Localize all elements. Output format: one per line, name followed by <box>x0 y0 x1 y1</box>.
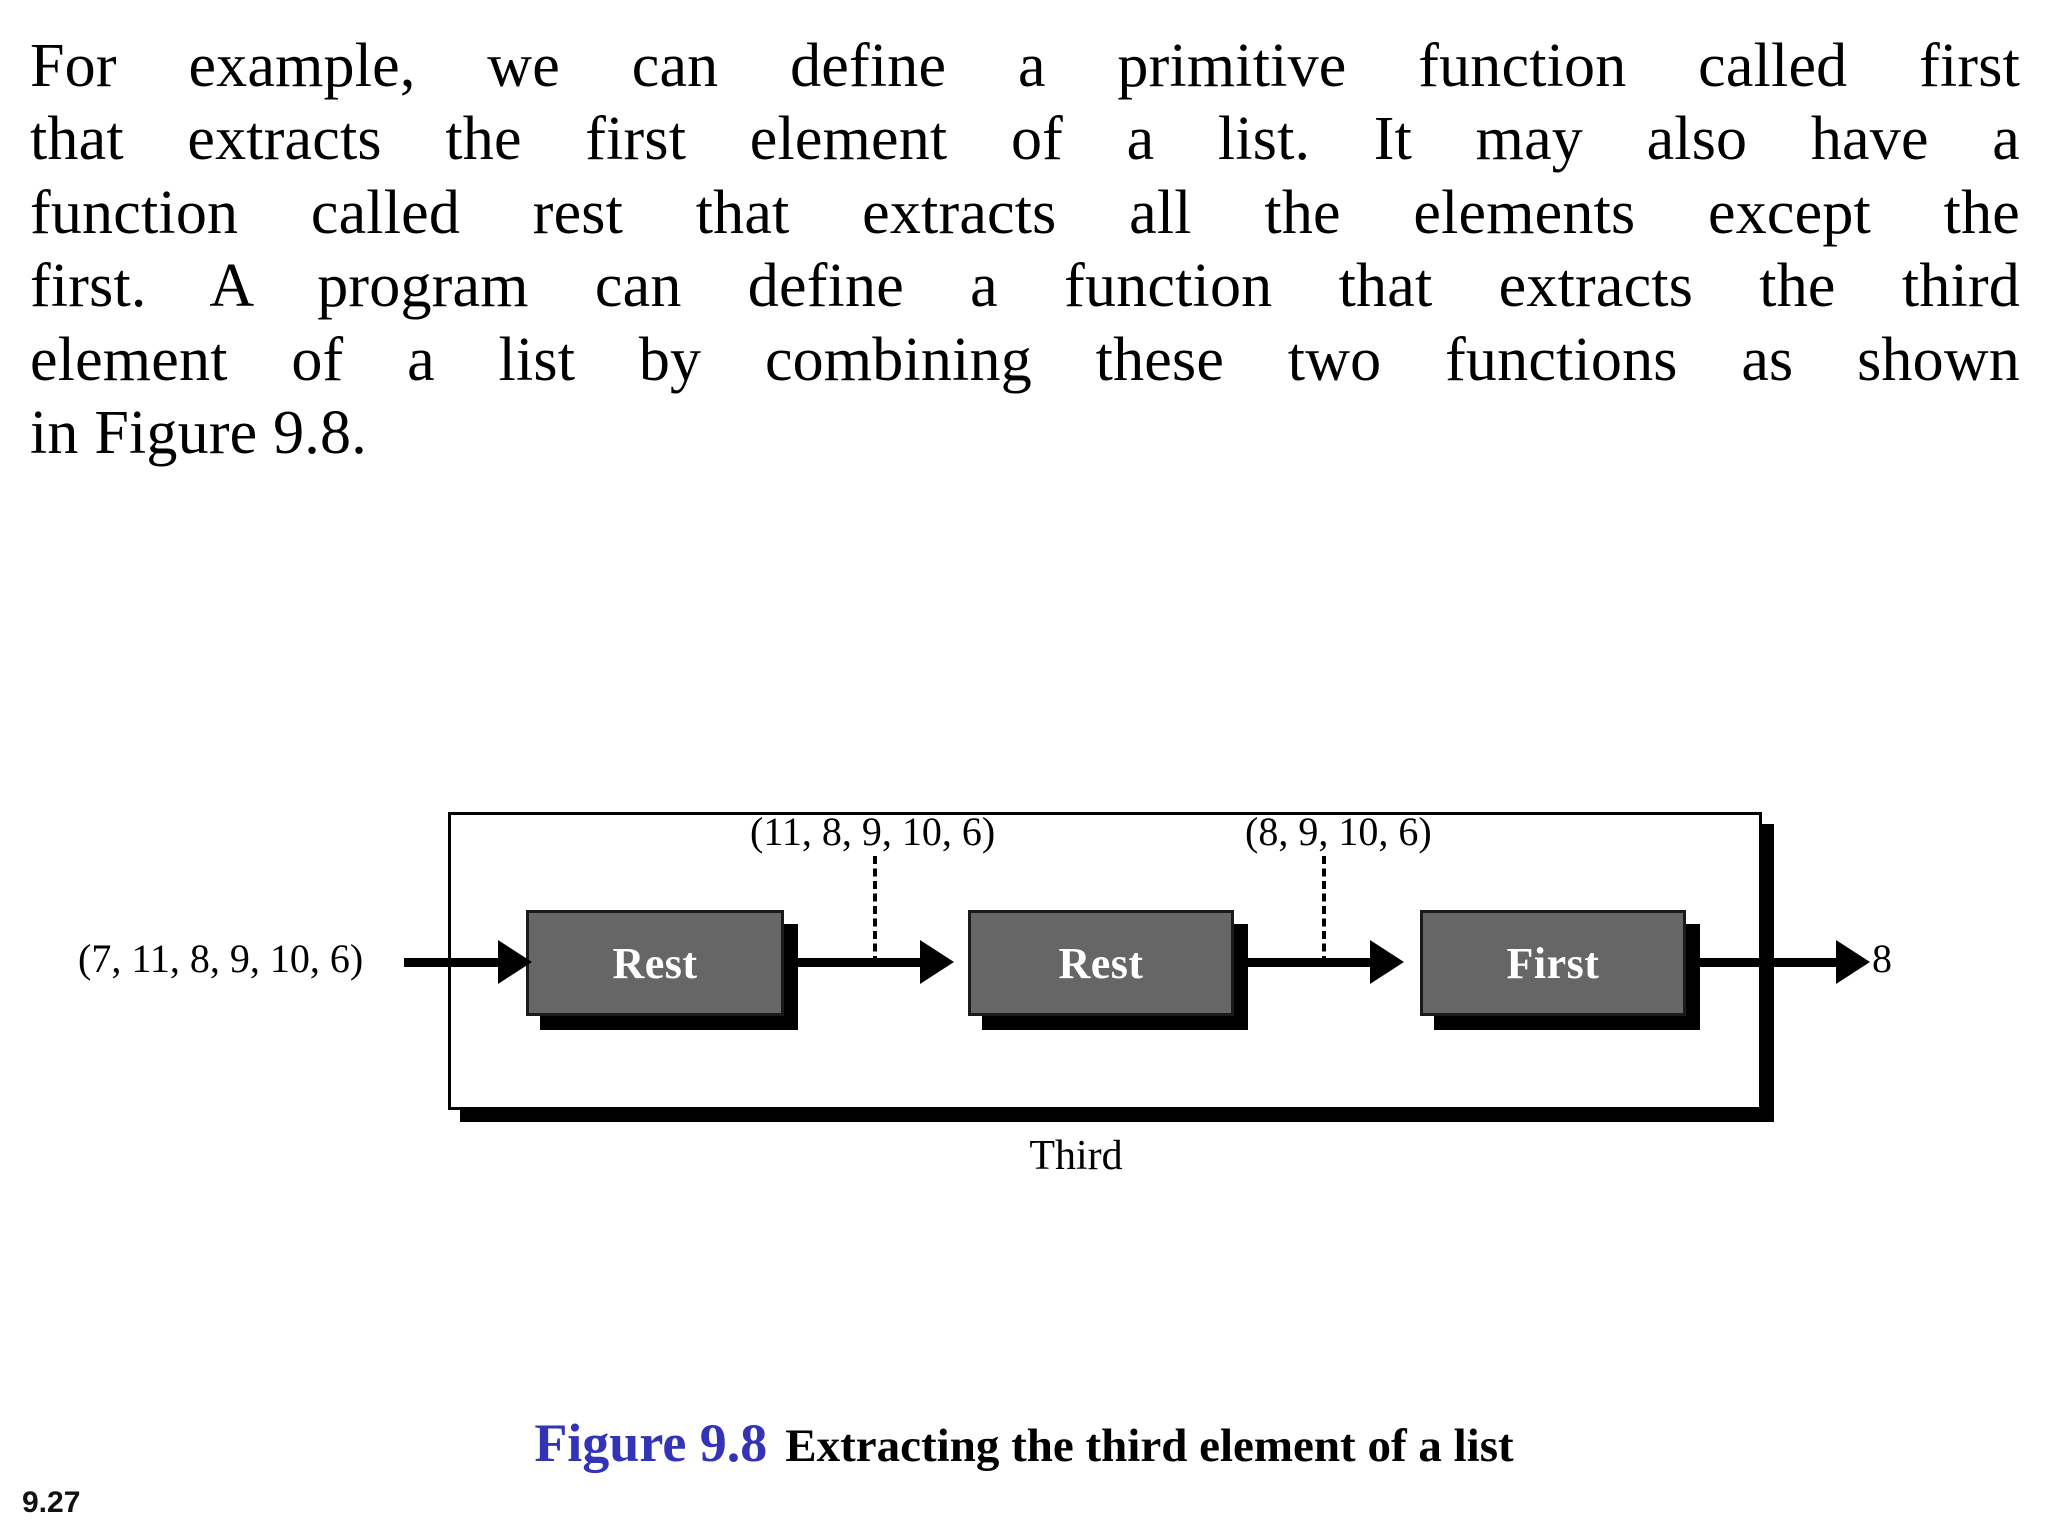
intermediate-label-1: (11, 8, 9, 10, 6) <box>750 809 996 854</box>
block-rest-1[interactable]: Rest <box>526 910 784 1016</box>
paragraph-line-3: function called rest that extracts all t… <box>30 178 2020 247</box>
outer-box-label-text: Third <box>1029 1133 1123 1179</box>
outer-box-label: Third <box>0 1132 2048 1180</box>
figure-caption: Figure 9.8 Extracting the third element o… <box>0 1412 2048 1474</box>
arrowhead-rest2-input <box>920 940 954 984</box>
paragraph-line-5: element of a list by combining these two… <box>30 325 2020 394</box>
outer-box-shadow-bottom <box>460 1110 1774 1122</box>
arrowhead-first-input <box>1370 940 1404 984</box>
figure-diagram: (7, 11, 8, 9, 10, 6) Rest (11, 8, 9, 10,… <box>0 780 2048 1240</box>
block-first-label: First <box>1506 938 1600 988</box>
paragraph-line-2: that extracts the first element of a lis… <box>30 105 2020 174</box>
output-value-label: 8 <box>1872 936 1892 981</box>
figure-number: Figure 9.8 <box>534 1413 768 1473</box>
tap-line-2 <box>1322 856 1326 964</box>
connector-rest2-to-first <box>1234 958 1386 967</box>
paragraph-line-6: in Figure 9.8. <box>30 399 367 468</box>
arrowhead-input <box>498 940 532 984</box>
slide-number: 9.27 <box>22 1486 81 1519</box>
body-paragraph: For example, we can define a primitive f… <box>30 30 2020 471</box>
figure-title: Extracting the third element of a list <box>785 1420 1514 1472</box>
connector-input <box>404 958 518 967</box>
block-rest-1-label: Rest <box>612 938 698 988</box>
tap-line-1 <box>873 856 877 964</box>
connector-output <box>1686 958 1854 967</box>
block-first[interactable]: First <box>1420 910 1686 1016</box>
block-rest-2-label: Rest <box>1058 938 1144 988</box>
connector-rest1-to-rest2 <box>784 958 936 967</box>
intermediate-label-2: (8, 9, 10, 6) <box>1245 809 1432 854</box>
arrowhead-output <box>1836 940 1870 984</box>
outer-box-shadow-right <box>1762 824 1774 1122</box>
input-list-label: (7, 11, 8, 9, 10, 6) <box>78 936 364 981</box>
paragraph-line-4: first. A program can define a function t… <box>30 252 2020 321</box>
paragraph-line-1: For example, we can define a primitive f… <box>30 32 2020 100</box>
block-rest-2[interactable]: Rest <box>968 910 1234 1016</box>
